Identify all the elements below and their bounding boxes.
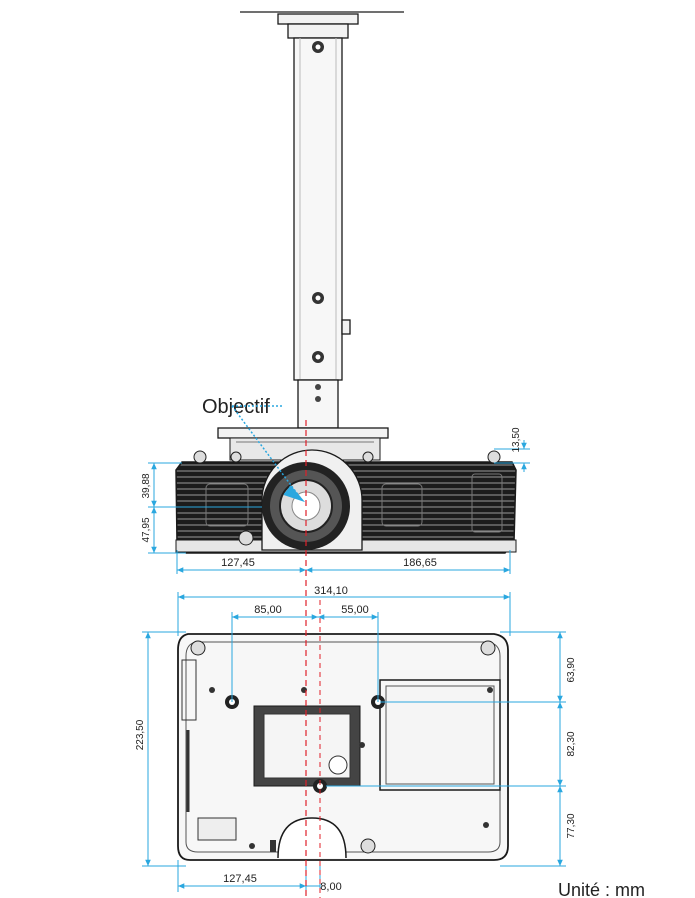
right-width-label: 186,65 — [403, 557, 437, 569]
total-depth-label: 223,50 — [135, 719, 146, 750]
lens-callout: Objectif — [202, 396, 306, 503]
right-hole-offset-label: 55,00 — [341, 604, 369, 616]
bottom-dimensions: 314,10 85,00 55,00 223,50 63,90 82,30 77… — [135, 585, 577, 893]
mount-bolt-icon — [312, 292, 324, 304]
foot-height-label: 13,50 — [511, 427, 522, 452]
projector-bottom-view — [177, 633, 509, 861]
mount-hole-icon — [313, 779, 327, 793]
projector-front-view — [175, 449, 517, 554]
unit-label: Unité : mm — [558, 880, 645, 898]
upper-height-label: 39,88 — [141, 473, 152, 498]
left-width-label: 127,45 — [221, 557, 255, 569]
mount-bolt-icon — [312, 41, 324, 53]
bottom-left-width-label: 127,45 — [223, 873, 257, 885]
ceiling-mount — [217, 11, 404, 461]
bottom-offset-label: 8,00 — [320, 881, 341, 893]
left-hole-offset-label: 85,00 — [254, 604, 282, 616]
middle-segment-label: 82,30 — [566, 731, 577, 756]
lower-height-label: 47,95 — [141, 517, 152, 542]
top-segment-label: 63,90 — [566, 657, 577, 682]
mount-bolt-icon — [312, 351, 324, 363]
callout-label: Objectif — [202, 396, 270, 418]
bottom-segment-label: 77,30 — [566, 813, 577, 838]
total-width-label: 314,10 — [314, 585, 348, 597]
front-dimensions: 39,88 47,95 13,50 127,45 186,65 — [141, 427, 530, 574]
